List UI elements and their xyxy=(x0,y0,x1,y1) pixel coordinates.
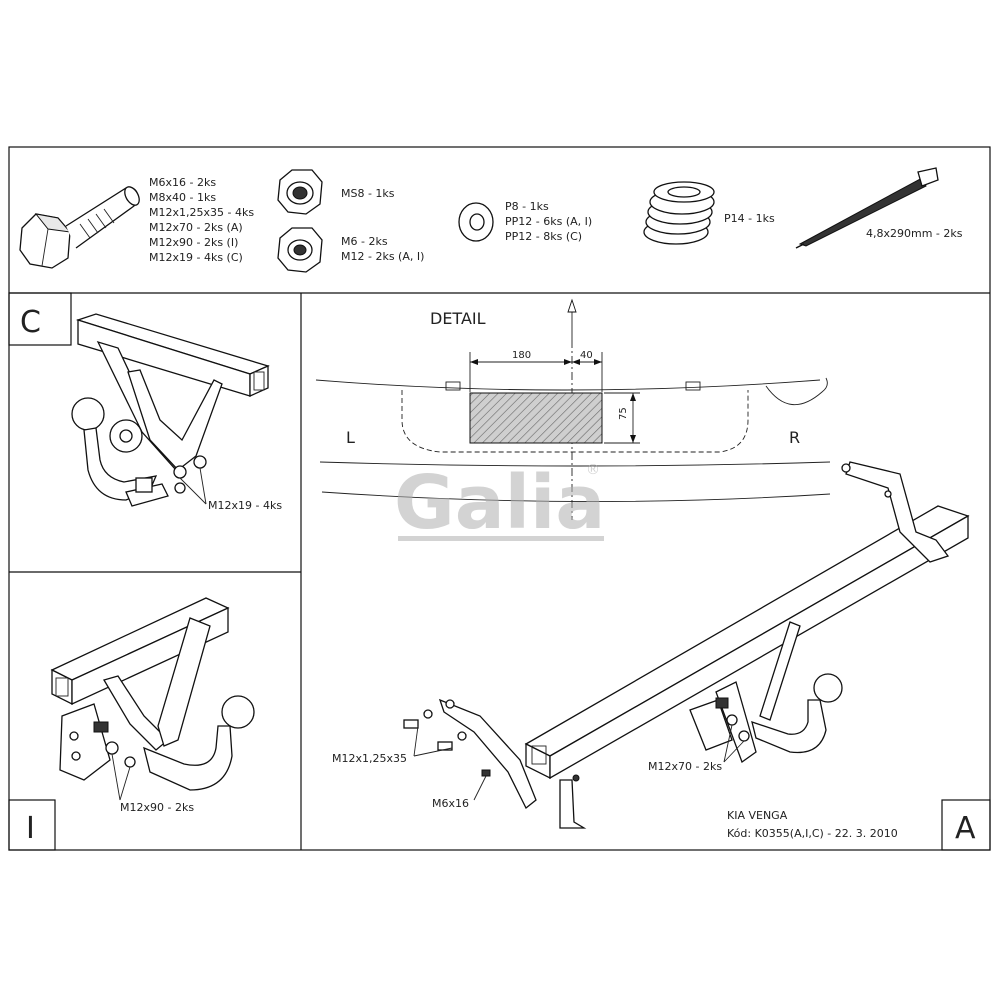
panel-c-bracket xyxy=(96,340,223,472)
left-side-bracket xyxy=(438,698,587,829)
bolt-label-4: M12x70 - 2ks (A) xyxy=(149,221,243,234)
main-crossbar xyxy=(524,505,970,780)
panel-c-bolts xyxy=(173,455,207,505)
panel-i-bolts xyxy=(93,721,136,801)
svg-text:Galia: Galia xyxy=(394,460,605,546)
dim-40: 40 xyxy=(580,350,593,361)
bolt-label-1: M6x16 - 2ks xyxy=(149,176,216,189)
washer-icon xyxy=(458,202,494,242)
up-arrow-icon xyxy=(567,298,577,340)
panel-i-label: M12x90 - 2ks xyxy=(120,801,194,814)
side-left: L xyxy=(346,428,355,447)
dimension-lines xyxy=(469,352,640,444)
bolt-icon xyxy=(19,186,140,269)
label-bolt-70: M12x70 - 2ks xyxy=(648,760,722,773)
center-hitch xyxy=(689,621,843,764)
bolt-label-6: M12x19 - 4ks (C) xyxy=(149,251,243,264)
frame xyxy=(8,146,991,851)
bolt-label-2: M8x40 - 1ks xyxy=(149,191,216,204)
panel-a: A DETAIL xyxy=(315,298,991,851)
parts-row: M6x16 - 2ks M8x40 - 1ks M12x1,25x35 - 4k… xyxy=(19,167,963,273)
product-code: Kód: K0355(A,I,C) - 22. 3. 2010 xyxy=(727,827,898,840)
nut-label-1: M6 - 2ks xyxy=(341,235,388,248)
panel-c-letter: C xyxy=(20,305,41,340)
detail-title: DETAIL xyxy=(430,309,486,328)
dim-180: 180 xyxy=(512,350,531,361)
panel-c-crossbar xyxy=(75,313,270,398)
panel-a-letter: A xyxy=(955,811,976,846)
label-bolt-35: M12x1,25x35 xyxy=(332,752,407,765)
nut-label-2: M12 - 2ks (A, I) xyxy=(341,250,424,263)
bolt-label-3: M12x1,25x35 - 4ks xyxy=(149,206,254,219)
spring-washer-icon xyxy=(643,181,715,245)
model-name: KIA VENGA xyxy=(727,809,788,822)
cable-tie-label: 4,8x290mm - 2ks xyxy=(866,227,963,240)
washer-label-2: PP12 - 6ks (A, I) xyxy=(505,215,592,228)
washer-label-1: P8 - 1ks xyxy=(505,200,549,213)
spring-label: P14 - 1ks xyxy=(724,212,775,225)
detail-hatch-area xyxy=(469,392,603,444)
bolt-label-5: M12x90 - 2ks (I) xyxy=(149,236,238,249)
hex-nut-icon xyxy=(277,227,323,273)
bumper-outline xyxy=(315,340,831,520)
panel-c: C M12x19 - 4ks xyxy=(8,292,282,512)
cable-tie-icon xyxy=(795,167,939,249)
panel-i: I M12x90 - 2ks xyxy=(8,597,255,851)
left-bolts xyxy=(403,709,580,801)
galia-logo: Galia ® xyxy=(394,460,605,546)
side-right: R xyxy=(789,428,800,447)
washer-label-3: PP12 - 8ks (C) xyxy=(505,230,582,243)
panel-i-towball xyxy=(143,695,255,791)
panel-c-towball xyxy=(71,397,169,507)
nut-ms8-label: MS8 - 1ks xyxy=(341,187,395,200)
lock-nut-icon xyxy=(277,169,323,215)
panel-i-letter: I xyxy=(26,811,35,846)
panel-c-label: M12x19 - 4ks xyxy=(208,499,282,512)
label-bolt-16: M6x16 xyxy=(432,797,469,810)
dim-75: 75 xyxy=(618,407,629,420)
panel-i-bracket xyxy=(59,617,211,781)
svg-text:®: ® xyxy=(586,462,600,478)
right-side-bracket xyxy=(841,461,950,563)
